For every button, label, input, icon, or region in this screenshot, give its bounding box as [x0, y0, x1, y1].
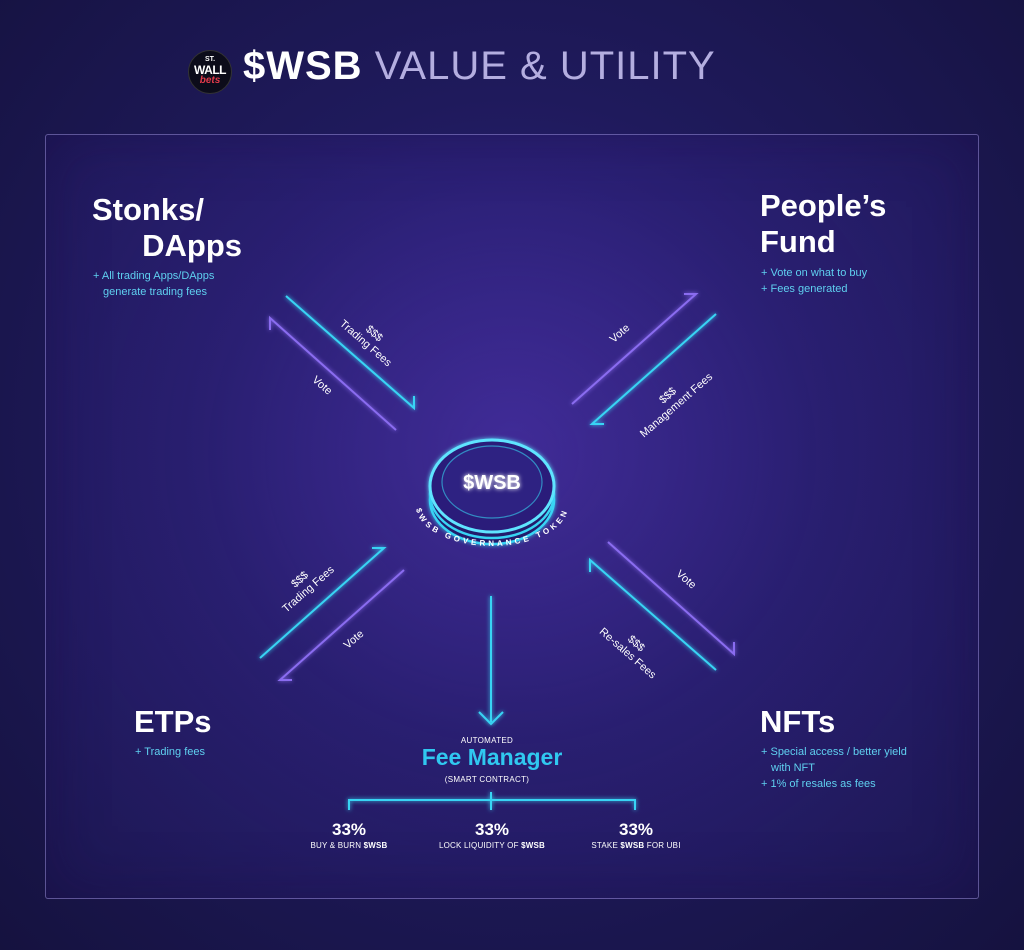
- split-1-label: BUY & BURN $WSB: [259, 841, 439, 850]
- split-3-label-pre: STAKE: [591, 841, 621, 850]
- fee-manager-automated-label: AUTOMATED: [460, 736, 514, 745]
- arrow-stonks-fees: [285, 295, 415, 411]
- split-3-label-post: FOR UBI: [644, 841, 681, 850]
- node-fund-note-2: + Fees generated: [761, 283, 848, 295]
- label-nfts-vote: Vote: [674, 568, 698, 592]
- arrow-nfts-vote: [607, 541, 735, 657]
- split-3-label: STAKE $WSB FOR UBI: [546, 841, 726, 850]
- node-fund-note-1: + Vote on what to buy: [761, 267, 868, 279]
- node-fund-line2: Fund: [760, 224, 836, 259]
- node-fund-notes: + Vote on what to buy + Fees generated: [761, 265, 867, 297]
- node-stonks-notes: + All trading Apps/DApps generate tradin…: [93, 268, 214, 300]
- split-1-label-bold: $WSB: [363, 841, 388, 850]
- wallstreetbets-logo: ST. WALL bets: [188, 50, 232, 94]
- node-etps-note: + Trading fees: [135, 746, 206, 758]
- label-etps-vote: Vote: [342, 628, 366, 652]
- fee-manager-title: Fee Manager: [421, 744, 563, 770]
- node-stonks-note-2: generate trading fees: [103, 286, 207, 298]
- page-title-rest: VALUE & UTILITY: [374, 44, 716, 88]
- label-nfts-fees-2: Re-sales Fees: [597, 626, 659, 682]
- page-title-token: $WSB: [243, 44, 363, 88]
- node-stonks-title: Stonks/ DApps: [92, 192, 242, 264]
- label-fund-vote: Vote: [608, 322, 632, 346]
- arrow-etps-vote: [277, 569, 405, 681]
- node-fund-title: People’s Fund: [760, 188, 886, 260]
- split-2-label-bold: $WSB: [521, 841, 546, 850]
- arrow-etps-fees: [259, 547, 387, 659]
- arrow-fund-vote: [571, 293, 699, 405]
- logo-text-st: ST.: [204, 56, 216, 63]
- label-stonks-fees-2: Trading Fees: [337, 318, 394, 370]
- arrow-down-head: [478, 711, 504, 726]
- token-coin: [428, 438, 556, 546]
- logo-text-wall: WALL: [194, 63, 227, 77]
- label-fund-fees-2: Management Fees: [638, 371, 715, 441]
- page-title: $WSB VALUE & UTILITY: [243, 44, 716, 89]
- split-2-label-pre: LOCK LIQUIDITY OF: [438, 841, 522, 850]
- node-stonks-note-1: + All trading Apps/DApps: [93, 270, 215, 282]
- label-stonks-vote: Vote: [310, 374, 334, 398]
- split-3-label-bold: $WSB: [620, 841, 645, 850]
- logo-text-bets: bets: [199, 75, 221, 86]
- node-etps-title: ETPs: [134, 704, 212, 739]
- node-stonks-line2: DApps: [142, 228, 242, 263]
- token-label: $WSB: [463, 472, 521, 494]
- label-etps-fees-2: Trading Fees: [280, 564, 337, 616]
- node-fund-line1: People’s: [760, 188, 887, 223]
- node-nfts-title: NFTs: [760, 704, 836, 739]
- arrow-fund-fees: [589, 313, 717, 425]
- arrow-stonks-vote: [269, 315, 397, 431]
- split-2-label: LOCK LIQUIDITY OF $WSB: [402, 841, 582, 850]
- node-nfts-note-1: + Special access / better yield: [761, 746, 907, 758]
- fee-manager-subtitle: (SMART CONTRACT): [444, 775, 530, 784]
- node-stonks-line1: Stonks/: [92, 192, 204, 227]
- node-nfts-note-2: with NFT: [771, 762, 815, 774]
- node-nfts-notes: + Special access / better yield with NFT…: [761, 744, 907, 792]
- split-2-percent: 33%: [474, 820, 510, 839]
- arrow-nfts-fees: [589, 557, 717, 671]
- split-1-label-pre: BUY & BURN: [310, 841, 364, 850]
- split-1-percent: 33%: [331, 820, 367, 839]
- node-nfts-note-3: + 1% of resales as fees: [761, 778, 876, 790]
- split-3-percent: 33%: [618, 820, 654, 839]
